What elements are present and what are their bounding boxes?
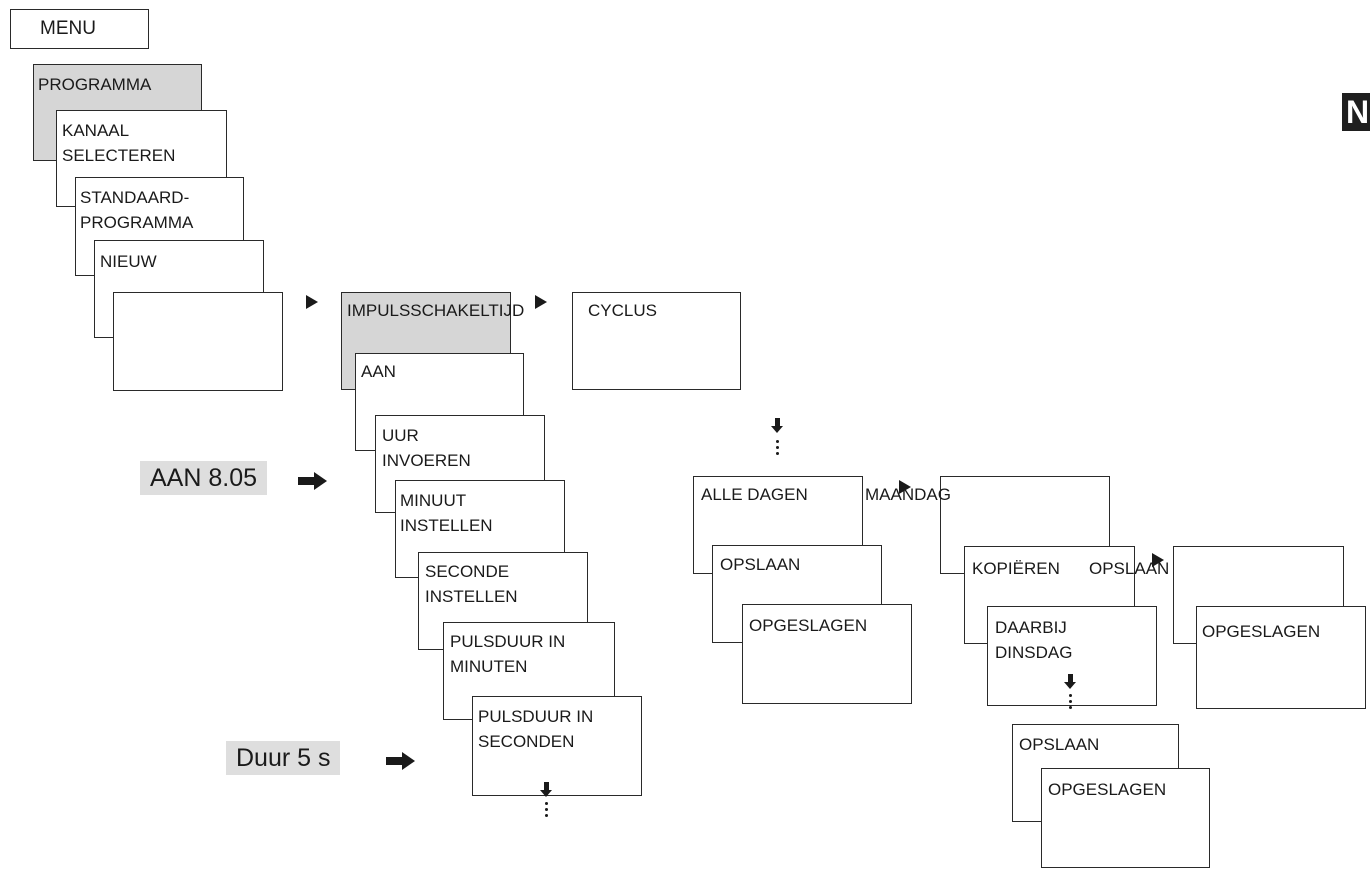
seconde-label-1: SECONDE <box>425 562 510 581</box>
minuut-label-1: MINUUT <box>400 491 467 510</box>
down-arrow-daarbij <box>1063 674 1077 720</box>
kanaal-label-2: SELECTEREN <box>62 146 176 165</box>
standaard-label-2: PROGRAMMA <box>80 213 194 232</box>
menu-title: MENU <box>40 18 96 39</box>
arrow-to-opslaan-5 <box>1152 553 1164 567</box>
daarbij-label-2: DINSDAG <box>995 643 1073 662</box>
down-arrow-cyclus <box>770 418 784 464</box>
pulsduur-sec-box[interactable] <box>472 696 642 796</box>
daarbij-label-1: DAARBIJ <box>995 618 1067 637</box>
cyclus-box[interactable] <box>572 292 741 390</box>
opgeslagen-box-5[interactable] <box>1196 606 1366 709</box>
opgeslagen-label-3: OPGESLAGEN <box>749 616 868 635</box>
arrow-to-cyclus <box>535 295 547 309</box>
opgeslagen-box-4[interactable] <box>1041 768 1210 868</box>
arrow-to-maandag <box>899 480 911 494</box>
maandag-label: MAANDAG <box>865 485 951 504</box>
alle-dagen-label: ALLE DAGEN <box>701 485 808 504</box>
pulsduur-sec-label-2: SECONDEN <box>478 732 575 751</box>
down-arrow-pulsduur <box>539 782 553 828</box>
uur-label-1: UUR <box>382 426 419 445</box>
language-badge: N <box>1342 93 1370 131</box>
pulsduur-sec-label-1: PULSDUUR IN <box>478 707 594 726</box>
menu-box[interactable] <box>10 9 149 49</box>
uur-label-2: INVOEREN <box>382 451 471 470</box>
seconde-label-2: INSTELLEN <box>425 587 518 606</box>
minuut-label-2: INSTELLEN <box>400 516 493 535</box>
aan-callout-arrow <box>298 472 328 490</box>
programma-label: PROGRAMMA <box>38 75 152 94</box>
empty-box[interactable] <box>113 292 283 391</box>
opslaan-label-5: OPSLAAN <box>1089 559 1170 578</box>
aan-callout: AAN 8.05 <box>140 461 268 495</box>
kanaal-label-1: KANAAL <box>62 121 130 140</box>
opslaan-label-4: OPSLAAN <box>1019 735 1100 754</box>
aan-label: AAN <box>361 362 396 381</box>
cyclus-label: CYCLUS <box>588 301 657 320</box>
kopieren-label: KOPIËREN <box>972 559 1060 578</box>
duur-callout: Duur 5 s <box>226 741 341 775</box>
pulsduur-min-label-1: PULSDUUR IN <box>450 632 566 651</box>
opgeslagen-box-3[interactable] <box>742 604 912 704</box>
nieuw-label: NIEUW <box>100 252 157 271</box>
opslaan-label-3: OPSLAAN <box>720 555 801 574</box>
pulsduur-min-label-2: MINUTEN <box>450 657 528 676</box>
daarbij-box[interactable] <box>987 606 1157 706</box>
duur-callout-arrow <box>386 752 416 770</box>
opgeslagen-label-4: OPGESLAGEN <box>1048 780 1167 799</box>
arrow-to-impuls <box>306 295 318 309</box>
opgeslagen-label-5: OPGESLAGEN <box>1202 622 1321 641</box>
standaard-label-1: STANDAARD- <box>80 188 190 207</box>
impuls-label: IMPULSSCHAKELTIJD <box>347 301 525 320</box>
